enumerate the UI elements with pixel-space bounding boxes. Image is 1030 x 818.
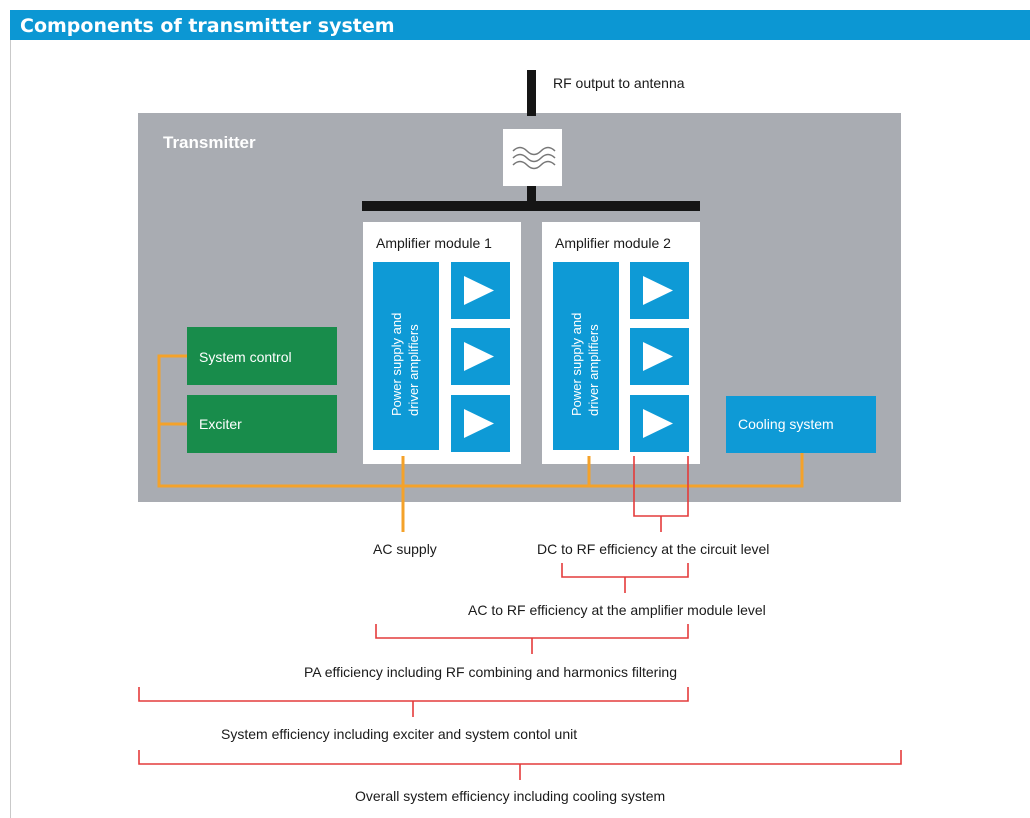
harmonics-filter-icon [503, 129, 562, 186]
system-control-block [187, 327, 337, 385]
triangle-amplifier-icon [464, 342, 494, 371]
left-border [10, 40, 11, 818]
amplifier-stage [630, 262, 689, 319]
rf-feed-line [527, 185, 536, 205]
amplifier-module-1: Amplifier module 1 Power supply and driv… [363, 222, 521, 464]
rf-combiner-bus [362, 201, 700, 211]
triangle-amplifier-icon [643, 276, 673, 305]
triangle-amplifier-icon [643, 409, 673, 438]
efficiency-bracket-ac-rf [561, 563, 689, 578]
power-supply-label-line-1: Power supply and [569, 313, 584, 416]
transmitter-label: Transmitter [163, 133, 256, 152]
efficiency-bracket-overall [138, 750, 902, 765]
amplifier-stage [451, 395, 510, 452]
power-supply-label-line-2: driver amplifiers [406, 324, 421, 416]
amplifier-module-2-title: Amplifier module 2 [555, 235, 671, 251]
amplifier-stage [451, 328, 510, 385]
amplifier-module-1-title: Amplifier module 1 [376, 235, 492, 251]
triangle-amplifier-icon [464, 276, 494, 305]
cooling-system-label: Cooling system [738, 416, 834, 432]
cooling-system-block [726, 396, 876, 453]
system-control-label: System control [199, 349, 292, 365]
triangle-amplifier-icon [643, 342, 673, 371]
efficiency-label-overall: Overall system efficiency including cool… [355, 788, 665, 804]
power-supply-label-line-2: driver amplifiers [586, 324, 601, 416]
rf-output-line [527, 70, 536, 116]
efficiency-label-pa: PA efficiency including RF combining and… [304, 664, 677, 680]
rf-output-label: RF output to antenna [553, 75, 685, 91]
power-supply-label-line-1: Power supply and [389, 313, 404, 416]
page-title: Components of transmitter system [20, 15, 395, 37]
triangle-amplifier-icon [464, 409, 494, 438]
amplifier-stage [630, 328, 689, 385]
power-supply-block [373, 262, 439, 450]
header-bar: Components of transmitter system [10, 10, 1030, 40]
ac-supply-wiring [157, 354, 804, 532]
power-supply-block [553, 262, 619, 450]
efficiency-bracket-pa [375, 624, 689, 639]
efficiency-label-dc-rf: DC to RF efficiency at the circuit level [537, 541, 769, 557]
exciter-block [187, 395, 337, 453]
amplifier-stage [630, 395, 689, 452]
amplifier-module-2: Amplifier module 2 Power supply and driv… [542, 222, 700, 464]
amplifier-stage [451, 262, 510, 319]
ac-supply-label: AC supply [373, 541, 437, 557]
efficiency-label-ac-rf: AC to RF efficiency at the amplifier mod… [468, 602, 766, 618]
efficiency-label-system: System efficiency including exciter and … [221, 726, 577, 742]
efficiency-bracket-system [138, 687, 689, 702]
exciter-label: Exciter [199, 416, 242, 432]
